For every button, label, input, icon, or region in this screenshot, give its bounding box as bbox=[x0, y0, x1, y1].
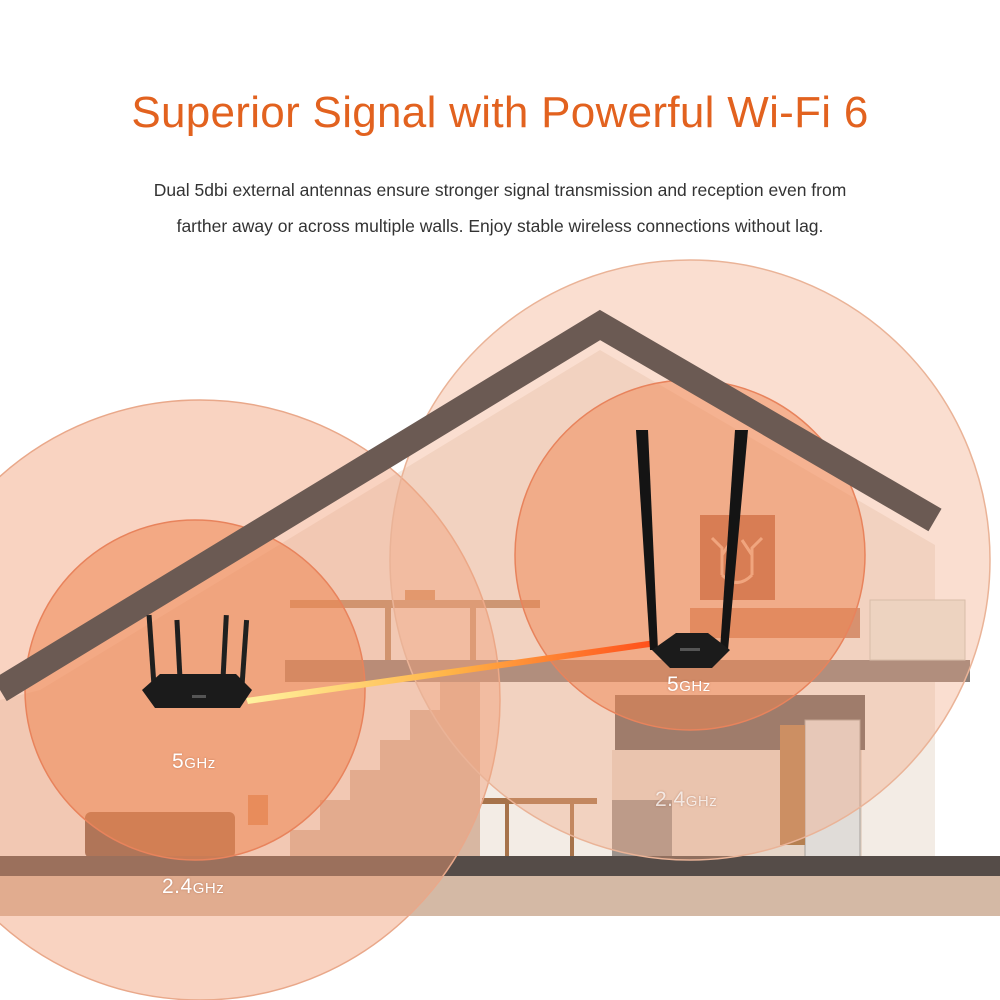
label-5ghz-left-num: 5 bbox=[172, 750, 185, 773]
desk-leg bbox=[470, 608, 476, 660]
label-24ghz-left-num: 2.4 bbox=[162, 875, 193, 898]
ground-floor bbox=[0, 856, 1000, 876]
description-line-1: Dual 5dbi external antennas ensure stron… bbox=[153, 180, 847, 200]
glass-railing bbox=[869, 599, 966, 661]
label-24ghz-right: 2.4GHz bbox=[655, 788, 717, 812]
label-5ghz-right-num: 5 bbox=[667, 673, 680, 696]
laptop bbox=[405, 590, 435, 600]
desk bbox=[290, 600, 540, 608]
roof bbox=[0, 309, 942, 702]
description: Dual 5dbi external antennas ensure stron… bbox=[50, 172, 950, 244]
fridge bbox=[804, 719, 861, 859]
signal-beam bbox=[246, 640, 657, 704]
table-leg bbox=[570, 804, 574, 856]
label-5ghz-right-unit: GHz bbox=[679, 678, 711, 695]
label-5ghz-right: 5GHz bbox=[667, 673, 711, 697]
label-5ghz-left-unit: GHz bbox=[184, 755, 216, 772]
ground bbox=[0, 876, 1000, 916]
page-title: Superior Signal with Powerful Wi-Fi 6 bbox=[131, 88, 869, 137]
description-line-2: farther away or across multiple walls. E… bbox=[176, 216, 824, 236]
label-24ghz-right-unit: GHz bbox=[685, 793, 718, 810]
adapter-icon bbox=[636, 430, 748, 668]
label-24ghz-left: 2.4GHz bbox=[162, 875, 224, 899]
desk-leg bbox=[385, 608, 391, 660]
label-24ghz-left-unit: GHz bbox=[192, 880, 225, 897]
shelf bbox=[780, 725, 805, 845]
label-5ghz-left: 5GHz bbox=[172, 750, 216, 774]
label-24ghz-right-num: 2.4 bbox=[655, 788, 686, 811]
dining-table bbox=[482, 798, 597, 804]
table-leg bbox=[505, 804, 509, 856]
oven bbox=[612, 800, 672, 856]
staircase bbox=[290, 682, 480, 858]
router-icon bbox=[142, 614, 252, 708]
